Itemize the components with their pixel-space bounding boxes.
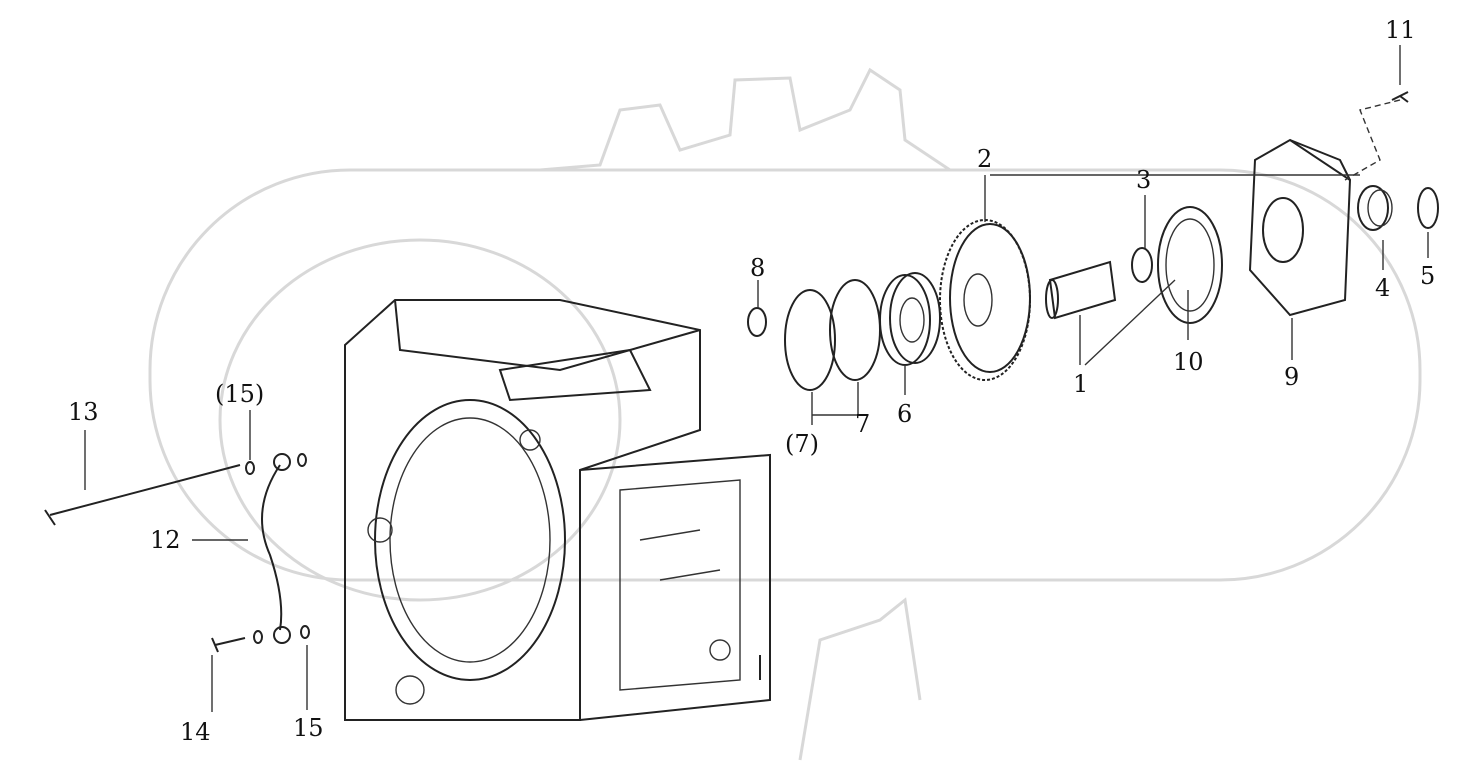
part-10-gasket xyxy=(1157,206,1223,324)
part-15-washer-bottom xyxy=(253,630,263,644)
callout-7: 7 xyxy=(855,410,871,438)
part-1-shaft xyxy=(1045,260,1117,320)
watermark-letter-o xyxy=(218,238,622,602)
callout-8: 8 xyxy=(750,254,766,282)
part-8-snap-ring xyxy=(747,307,767,337)
callout-7-paren: (7) xyxy=(785,430,819,458)
watermark-shape xyxy=(148,168,1422,582)
part-7-ring-a xyxy=(784,289,836,391)
leader-lines xyxy=(84,45,1429,712)
callout-6: 6 xyxy=(897,400,913,428)
part-2-gear xyxy=(939,219,1031,381)
callout-15-paren: (15) xyxy=(215,380,265,408)
part-15-washer-top xyxy=(245,461,255,475)
leader-11 xyxy=(1344,99,1401,181)
transmission-housing xyxy=(344,299,771,721)
callout-9: 9 xyxy=(1284,363,1300,391)
watermark-gear xyxy=(539,67,951,761)
callout-12: 12 xyxy=(150,526,181,554)
pipe-fitting-bottom xyxy=(273,626,291,644)
callout-10: 10 xyxy=(1173,348,1204,376)
pipe-fitting-top xyxy=(273,453,291,471)
part-7-ring-b xyxy=(829,279,881,381)
callout-15: 15 xyxy=(293,714,324,742)
callout-2: 2 xyxy=(977,145,993,173)
callout-13: 13 xyxy=(68,398,99,426)
part-6-bearing xyxy=(879,272,941,366)
part-13-long-bolt xyxy=(44,464,241,526)
callout-11: 11 xyxy=(1385,16,1416,44)
callout-5: 5 xyxy=(1420,262,1436,290)
part-14-bolt xyxy=(211,637,246,653)
callout-1: 1 xyxy=(1073,370,1089,398)
part-9-cover xyxy=(1248,138,1352,317)
part-12-oil-pipe xyxy=(261,464,283,631)
callout-3: 3 xyxy=(1136,166,1152,194)
callout-4: 4 xyxy=(1375,274,1391,302)
part-15-washer-top-b xyxy=(297,453,307,467)
part-3-o-ring xyxy=(1131,247,1153,283)
callout-14: 14 xyxy=(180,718,211,746)
part-5-ring xyxy=(1417,187,1439,229)
part-15-washer-bottom-b xyxy=(300,625,310,639)
part-11-bolt xyxy=(1391,91,1409,103)
part-4-bearing xyxy=(1357,185,1393,231)
